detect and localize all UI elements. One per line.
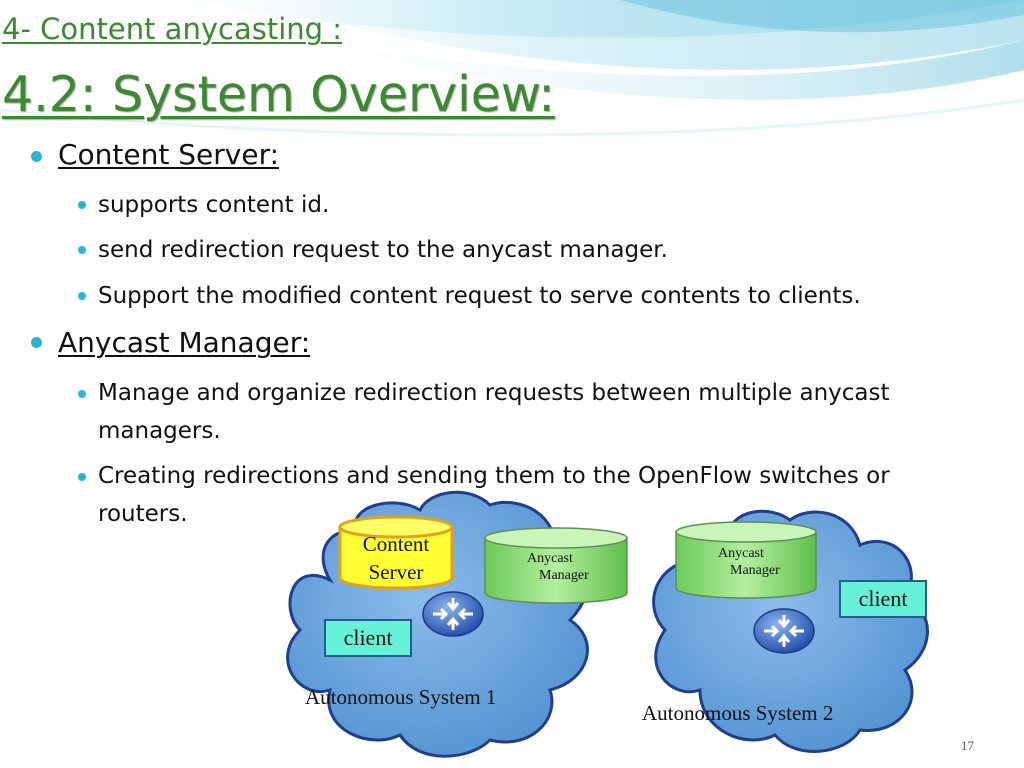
- client-box-as1: [324, 619, 412, 657]
- bullet-label: Content Server:: [58, 138, 280, 171]
- sub-bullet-dot: [78, 246, 86, 254]
- anycast-label-as2-line2: Manager: [730, 563, 780, 578]
- router-icon: [422, 591, 484, 637]
- anycast-label-as1-line1: Anycast: [527, 551, 573, 566]
- bullet-anycast-manager: Anycast Manager:: [58, 326, 310, 359]
- section-title: 4- Content anycasting :: [2, 12, 343, 46]
- bullet-content-server: Content Server:: [58, 138, 279, 171]
- content-server-line2: Server: [368, 560, 424, 584]
- sub-bullet-dot: [78, 292, 86, 300]
- bullet-dot: [31, 151, 42, 162]
- sub-bullet-item: Support the modified content request to …: [98, 283, 861, 309]
- bullet-dot: [31, 337, 42, 348]
- anycast-label-as1-line2: Manager: [539, 568, 589, 583]
- bullet-label: Anycast Manager:: [58, 326, 311, 359]
- content-server-cylinder: [338, 515, 454, 590]
- as2-label: Autonomous System 2: [642, 701, 834, 725]
- sub-bullet-dot: [78, 201, 86, 209]
- as1-label: Autonomous System 1: [305, 685, 497, 709]
- router-icon: [753, 608, 815, 654]
- client-label-as2: client: [858, 586, 908, 611]
- slide-title: 4.2: System Overview:: [2, 66, 555, 123]
- anycast-label-as2-line1: Anycast: [718, 546, 764, 561]
- content-server-label: Content Server: [340, 530, 452, 586]
- sub-bullet-dot: [78, 473, 86, 481]
- sub-bullet-item: supports content id.: [98, 192, 330, 218]
- sub-bullet-item: Creating redirections and sending them t…: [98, 463, 890, 527]
- anycast-manager-cylinder-as2: [675, 521, 817, 599]
- sub-bullet-dot: [78, 390, 86, 398]
- client-label-as1: client: [343, 625, 393, 650]
- page-number: 17: [961, 738, 974, 753]
- content-server-line1: Content: [362, 532, 430, 556]
- anycast-manager-cylinder-as1: [484, 527, 628, 604]
- sub-bullet-item: Manage and organize redirection requests…: [98, 380, 890, 444]
- sub-bullet-item: send redirection request to the anycast …: [98, 237, 668, 263]
- client-box-as2: [839, 580, 927, 618]
